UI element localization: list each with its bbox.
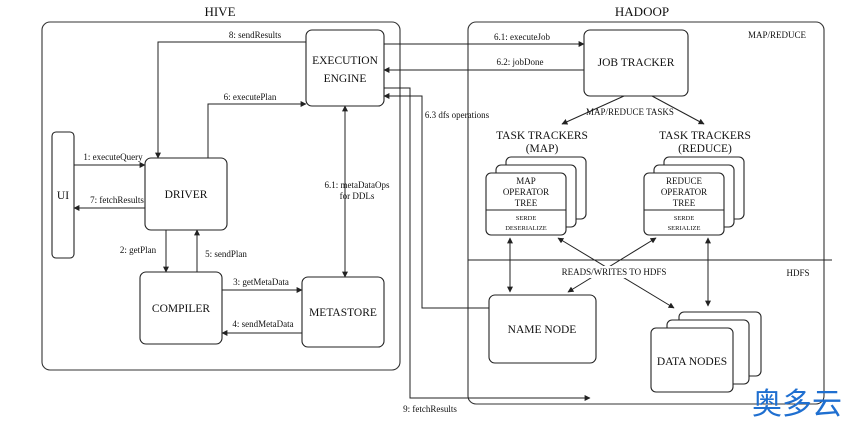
- driver-label: DRIVER: [165, 189, 208, 201]
- job-tracker-label: JOB TRACKER: [598, 57, 675, 69]
- ui-label: UI: [57, 190, 69, 202]
- compiler-label: COMPILER: [152, 303, 210, 315]
- watermark-logo: 奥多云: [752, 387, 842, 422]
- edge-fetch-results-9-label: 9: fetchResults: [403, 404, 457, 414]
- edge-get-plan-label: 2: getPlan: [120, 245, 157, 255]
- edge-reads-writes-label: READS/WRITES TO HDFS: [562, 267, 667, 277]
- map-operator-tree-node: [485, 172, 567, 236]
- hive-title: HIVE: [204, 4, 235, 19]
- execution-engine-node: [305, 29, 385, 107]
- reduce-tree-label-1: REDUCE: [666, 176, 703, 186]
- map-serde-label-2: DESERIALIZE: [505, 225, 547, 232]
- compiler-node: [139, 271, 223, 345]
- reduce-tree-label-2: OPERATOR: [661, 187, 707, 197]
- data-nodes-node: [650, 327, 734, 393]
- edge-execute-query-label: 1: executeQuery: [83, 152, 143, 162]
- name-node: [488, 294, 597, 364]
- edge-send-results: [155, 41, 306, 159]
- hdfs-label: HDFS: [786, 268, 809, 278]
- map-tree-label-3: TREE: [515, 198, 538, 208]
- hive-frame: [41, 21, 401, 371]
- edge-mr-tasks-map: [561, 95, 625, 125]
- edge-execute-plan: [207, 101, 307, 158]
- edge-mr-tasks-reduce: [651, 95, 705, 125]
- edge-send-results-label: 8: sendResults: [229, 30, 282, 40]
- data-nodes-label: DATA NODES: [657, 356, 727, 368]
- reduce-serde-label-1: SERDE: [674, 215, 695, 222]
- edge-dfs-operations-label: 6.3 dfs operations: [425, 110, 490, 120]
- edge-send-plan-label: 5: sendPlan: [205, 249, 247, 259]
- reduce-operator-tree-node: [643, 172, 725, 236]
- hadoop-frame: [467, 21, 825, 405]
- map-serde-label-1: SERDE: [516, 215, 537, 222]
- task-trackers-map-label-1: TASK TRACKERS: [496, 130, 588, 142]
- edge-fetch-results-9: [384, 87, 591, 401]
- reads-writes-label-bg: [556, 266, 674, 278]
- edge-reduce-name-node: [567, 237, 657, 293]
- edge-job-done-label: 6.2: jobDone: [497, 57, 544, 67]
- task-trackers-reduce-label-1: TASK TRACKERS: [659, 130, 751, 142]
- map-tree-label-1: MAP: [516, 176, 536, 186]
- edge-metadata-ops-label-2: for DDLs: [340, 191, 375, 201]
- edge-send-metadata-label: 4: sendMetaData: [232, 319, 293, 329]
- task-trackers-reduce-label-2: (REDUCE): [678, 143, 732, 155]
- edge-fetch-results-label: 7: fetchResults: [90, 195, 144, 205]
- map-tree-label-2: OPERATOR: [503, 187, 549, 197]
- metastore-label: METASTORE: [309, 307, 377, 319]
- edge-metadata-ops-label-1: 6.1: metaDataOps: [325, 180, 390, 190]
- task-trackers-map-label-2: (MAP): [526, 143, 559, 155]
- reduce-serde-label-2: SERIALIZE: [668, 225, 701, 232]
- execution-engine-label-2: ENGINE: [324, 73, 367, 85]
- mapreduce-label: MAP/REDUCE: [748, 30, 807, 40]
- hadoop-title: HADOOP: [615, 4, 669, 19]
- driver-node: [144, 157, 228, 231]
- reduce-tree-label-3: TREE: [673, 198, 696, 208]
- job-tracker-node: [583, 29, 689, 97]
- edge-execute-job-label: 6.1: executeJob: [494, 32, 550, 42]
- edge-get-metadata-label: 3: getMetaData: [233, 277, 289, 287]
- ui-node: [51, 131, 75, 259]
- edge-dfs-operations: [383, 93, 489, 309]
- name-node-label: NAME NODE: [508, 324, 577, 336]
- edge-mr-tasks-label: MAP/REDUCE TASKS: [586, 107, 674, 117]
- edge-execute-plan-label: 6: executePlan: [224, 92, 277, 102]
- execution-engine-label-1: EXECUTION: [312, 55, 378, 67]
